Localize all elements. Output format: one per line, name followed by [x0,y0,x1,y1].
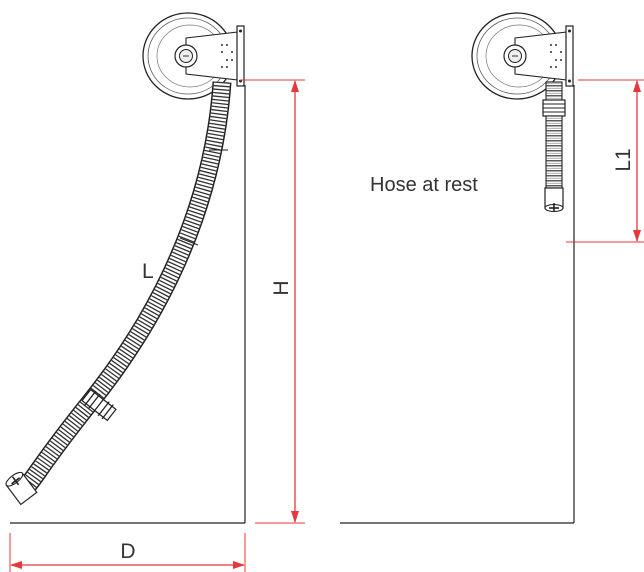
rest-length-dimension [566,79,644,243]
rest-length-label: L1 [612,148,635,171]
hose-coupling-icon [81,388,117,422]
hose-reel-icon-right [471,12,574,100]
nozzle-icon [5,471,38,506]
distance-dimension [9,533,246,572]
rest-caption: Hose at rest [370,174,478,196]
extended-hose [20,81,232,491]
length-label: L [142,260,154,283]
nozzle-icon-right [544,187,564,213]
height-label: H [270,280,293,295]
extended-hose-figure: L H D [5,12,305,572]
hose-reel-icon [142,12,245,100]
distance-label: D [120,540,135,563]
height-dimension [240,79,305,524]
rest-hose-figure: Hose at rest L1 [340,12,644,524]
rest-hose [542,81,566,189]
